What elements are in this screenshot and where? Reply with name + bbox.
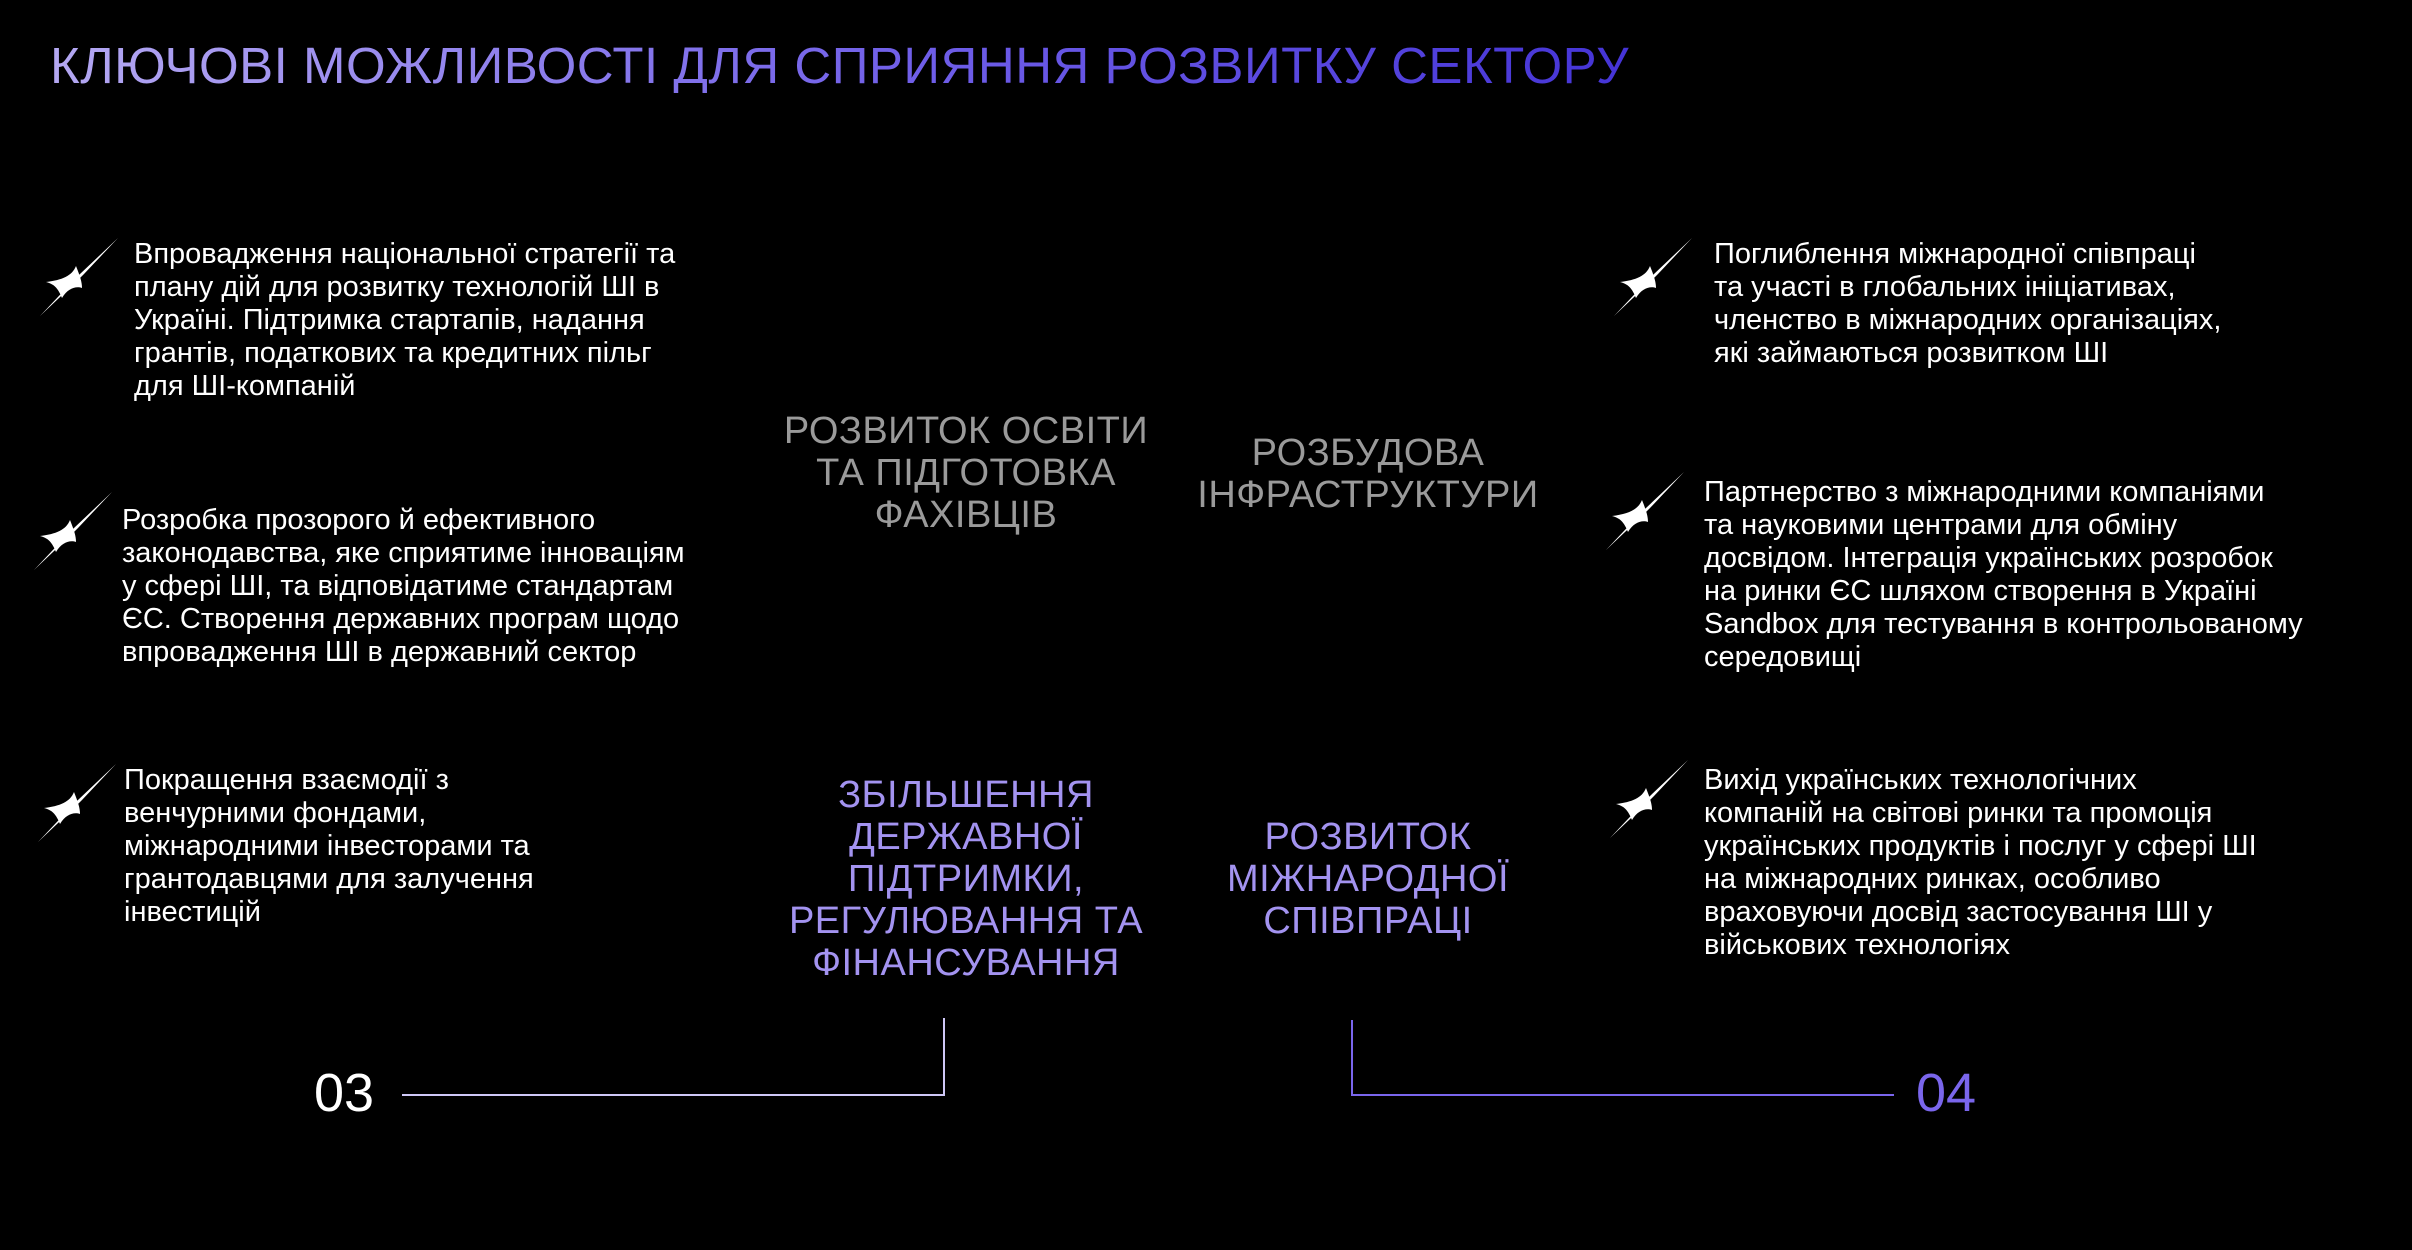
sparkle-star-icon bbox=[1614, 238, 1692, 316]
connector-right bbox=[1351, 1020, 1894, 1096]
page-title: КЛЮЧОВІ МОЖЛИВОСТІ ДЛЯ СПРИЯННЯ РОЗВИТКУ… bbox=[50, 37, 1629, 94]
center-label-infrastructure: РОЗБУДОВА ІНФРАСТРУКТУРИ bbox=[1197, 432, 1539, 516]
sparkle-star-icon bbox=[1606, 472, 1684, 550]
right-item-1-text: Поглиблення міжнародної співпраці та уча… bbox=[1714, 238, 2222, 369]
sparkle-star-icon bbox=[1610, 760, 1688, 838]
section-number-04: 04 bbox=[1916, 1063, 1977, 1123]
right-item-3-text: Вихід українських технологічних компаній… bbox=[1704, 764, 2257, 961]
sparkle-star-icon bbox=[38, 764, 116, 842]
sparkle-star-icon bbox=[34, 492, 112, 570]
left-item-1-text: Впровадження національної стратегії та п… bbox=[134, 238, 676, 402]
right-item-2-text: Партнерство з міжнародними компаніями та… bbox=[1704, 476, 2303, 673]
center-label-state-support: ЗБІЛЬШЕННЯ ДЕРЖАВНОЇ ПІДТРИМКИ, РЕГУЛЮВА… bbox=[788, 774, 1144, 984]
left-item-2-text: Розробка прозорого й ефективного законод… bbox=[122, 504, 685, 668]
sparkle-star-icon bbox=[40, 238, 118, 316]
center-label-education: РОЗВИТОК ОСВІТИ ТА ПІДГОТОВКА ФАХІВЦІВ bbox=[783, 410, 1149, 536]
section-number-03: 03 bbox=[314, 1063, 375, 1123]
left-item-3-text: Покращення взаємодії з венчурними фондам… bbox=[124, 764, 534, 928]
connector-left bbox=[402, 1018, 945, 1096]
center-label-international: РОЗВИТОК МІЖНАРОДНОЇ СПІВПРАЦІ bbox=[1226, 816, 1510, 942]
